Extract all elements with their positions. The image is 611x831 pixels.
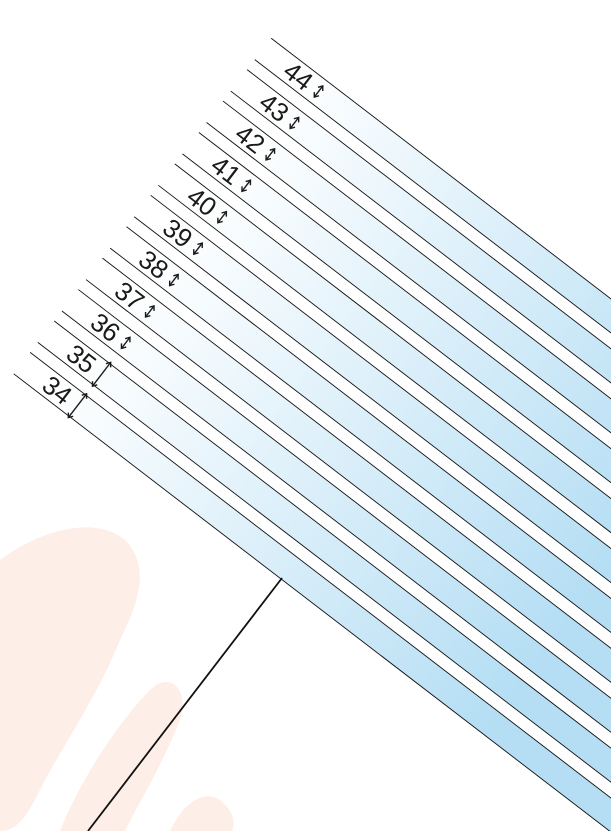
blob-small <box>170 796 234 831</box>
background-blobs <box>0 527 234 831</box>
